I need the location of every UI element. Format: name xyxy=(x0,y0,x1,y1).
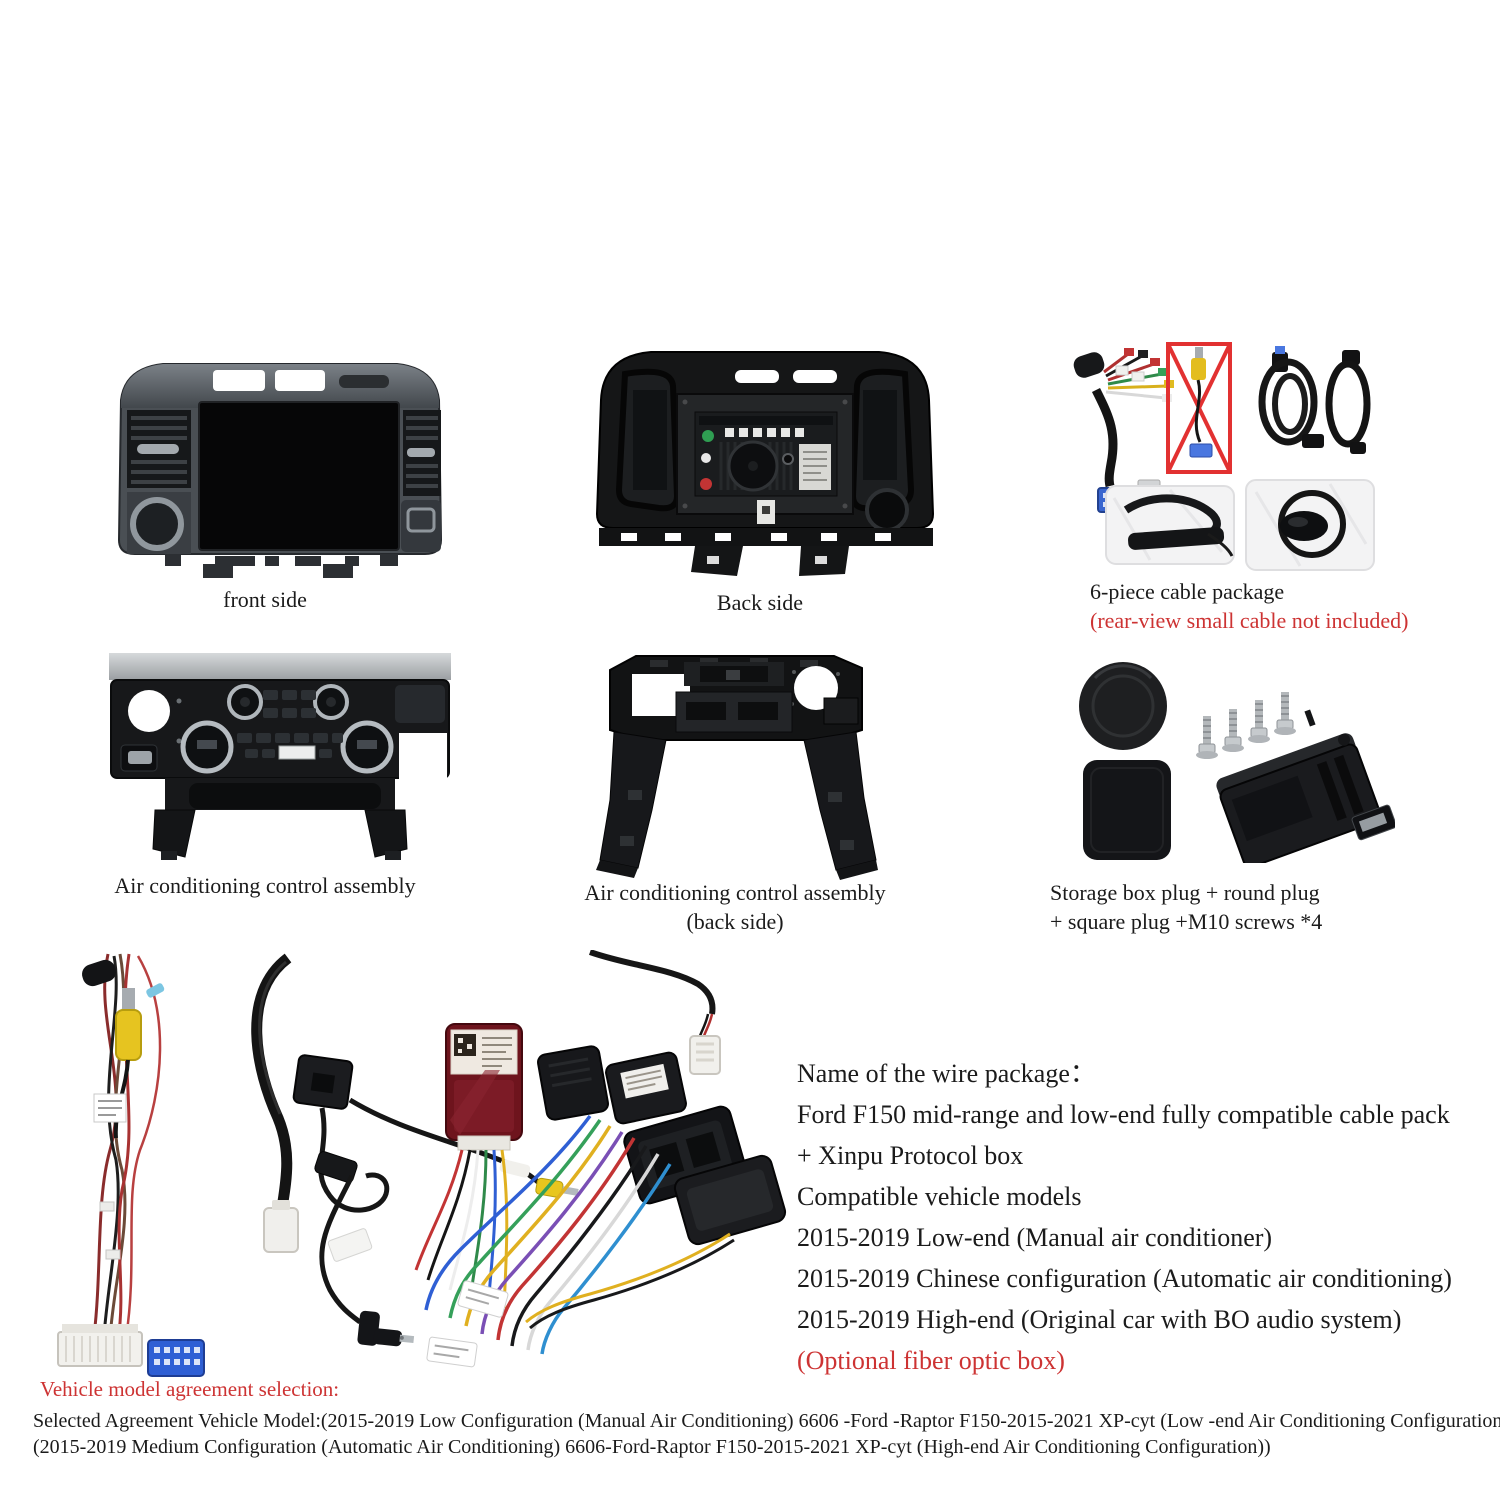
back-unit-photo xyxy=(575,338,955,578)
agreement-heading: Vehicle model agreement selection: xyxy=(40,1377,340,1401)
wire-package-line: Compatible vehicle models xyxy=(797,1182,1082,1211)
round-cutout xyxy=(128,690,170,732)
wire-package-optional-note: (Optional fiber optic box) xyxy=(797,1346,1065,1375)
wire-package-line: Ford F150 mid-range and low-end fully co… xyxy=(797,1100,1450,1129)
power-pigtail xyxy=(589,950,721,1075)
plug-kit-caption-line2: + square plug +M10 screws *4 xyxy=(1050,909,1323,934)
blue-connector xyxy=(147,1339,205,1377)
quadlock-connector-2 xyxy=(673,1154,787,1246)
square-cutout xyxy=(399,733,447,791)
protocol-box xyxy=(414,1023,523,1309)
camera-cable-bundle xyxy=(57,953,205,1377)
small-white-connector xyxy=(689,1035,721,1075)
wire-package-line: 2015-2019 Chinese configuration (Automat… xyxy=(797,1264,1452,1293)
plug-kit-caption-line1: Storage box plug + round plug xyxy=(1050,880,1320,905)
ac-front-caption: Air conditioning control assembly xyxy=(114,873,416,898)
rca-female-yellow xyxy=(115,1009,142,1061)
front-unit-illustration xyxy=(117,363,443,578)
wire-tag xyxy=(426,1336,478,1368)
ac-control-back-photo xyxy=(580,640,890,880)
cable-package-note: (rear-view small cable not included) xyxy=(1090,608,1409,633)
ac-back-caption-line2: (back side) xyxy=(686,909,784,934)
wire-harness-photo xyxy=(30,950,790,1380)
cable-package-photo xyxy=(1050,338,1390,573)
cable-package-caption: 6-piece cable package xyxy=(1090,579,1285,604)
volume-knob xyxy=(130,497,184,551)
wire-package-title: Name of the wire package： xyxy=(797,1059,1096,1088)
rear-view-cable-crossed-out xyxy=(1166,342,1232,474)
display-window xyxy=(278,745,316,760)
wire-package-line: + Xinpu Protocol box xyxy=(797,1141,1024,1170)
front-unit-caption: front side xyxy=(223,587,307,612)
agreement-line-1: Selected Agreement Vehicle Model:(2015-2… xyxy=(33,1410,1500,1432)
usb-cables xyxy=(1258,346,1371,454)
y-adapter-cable xyxy=(292,1054,579,1347)
white-connector xyxy=(263,1207,299,1253)
back-unit-caption: Back side xyxy=(716,590,804,615)
canbus-and-quadlock-connectors xyxy=(327,1045,787,1368)
bagged-antenna-cable xyxy=(1105,485,1235,565)
ac-back-illustration xyxy=(596,655,878,880)
bagged-gps-antenna xyxy=(1245,479,1375,571)
plug-kit-illustration xyxy=(1079,662,1395,863)
wire-harness-illustration xyxy=(57,950,787,1377)
m10-screws xyxy=(1196,692,1296,759)
cable-package-illustration xyxy=(1073,342,1375,571)
front-unit-photo xyxy=(95,348,465,583)
ac-control-front-photo xyxy=(95,645,465,865)
plug-kit-photo xyxy=(1055,648,1395,863)
ac-back-caption-line1: Air conditioning control assembly xyxy=(584,880,886,905)
wire-package-line: 2015-2019 High-end (Original car with BO… xyxy=(797,1305,1402,1334)
antenna-plug xyxy=(357,1310,415,1347)
agreement-line-2: (2015-2019 Medium Configuration (Automat… xyxy=(33,1436,1271,1458)
ac-front-illustration xyxy=(109,653,451,860)
touch-screen xyxy=(198,401,400,551)
agreement-lines: Selected Agreement Vehicle Model:(2015-2… xyxy=(33,1408,1500,1460)
silver-trim xyxy=(109,653,451,680)
square-plug xyxy=(1083,760,1171,860)
back-unit-illustration xyxy=(595,351,935,576)
storage-box-plug xyxy=(1216,733,1395,863)
sleeved-cable xyxy=(251,953,299,1253)
wire-package-line: 2015-2019 Low-end (Manual air conditione… xyxy=(797,1223,1273,1252)
wire-package-info: Name of the wire package： Ford F150 mid-… xyxy=(797,1053,1452,1381)
